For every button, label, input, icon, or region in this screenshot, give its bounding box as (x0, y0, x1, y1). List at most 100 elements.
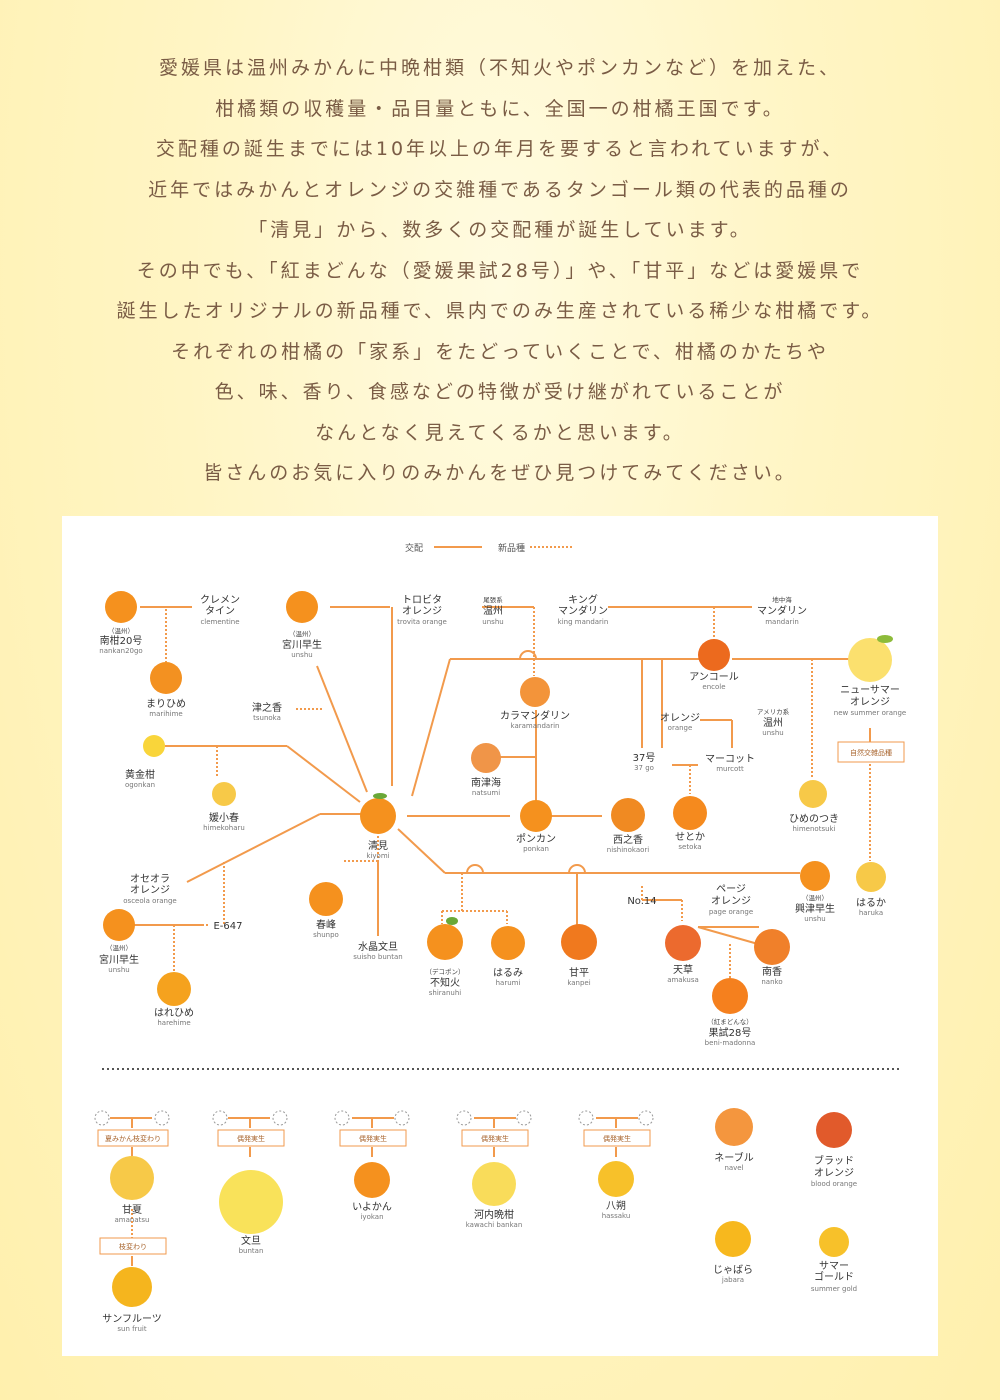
unknown-parent-icon (394, 1110, 410, 1126)
amakusa-en: amakusa (667, 976, 699, 984)
clementine-name: クレメン (200, 594, 240, 606)
fruit-blood-orange (816, 1112, 852, 1148)
e647-label: E-647 (213, 921, 242, 932)
fruit-natsumi (471, 743, 501, 773)
harumi-name: はるみ (493, 967, 523, 979)
miyagawa2-en: unshu (108, 966, 129, 974)
summergold-name: サマー (819, 1260, 849, 1272)
fruit-ponkan (520, 800, 552, 832)
blood-name: ブラッド (814, 1154, 854, 1167)
unknown-parent-icon (212, 1110, 228, 1126)
fruits (103, 591, 893, 1014)
amanatsu-tag: 夏みかん枝変わり (105, 1134, 161, 1143)
fruit-amakusa (665, 925, 701, 961)
intro-line: その中でも、「紅まどんな（愛媛果試28号）」や、「甘平」などは愛媛県で (136, 259, 864, 282)
setoka-en: setoka (678, 843, 701, 851)
hassaku-en: hassaku (602, 1212, 631, 1220)
intro-line: 柑橘類の収穫量・品目量ともに、全国一の柑橘王国です。 (215, 97, 785, 120)
citrus-family-tree: 交配 新品種 (94, 542, 906, 1333)
intro-line: 「清見」から、数多くの交配種が誕生しています。 (248, 219, 752, 241)
edagawari-tag: 枝変わり (119, 1242, 147, 1251)
benimadonna-en: beni-madonna (705, 1039, 756, 1047)
okitsu-name: 興津早生 (795, 902, 835, 915)
iyokan-en: iyokan (360, 1213, 383, 1221)
king-name: キング (568, 593, 598, 606)
mediterranean-en: mandarin (765, 618, 799, 626)
fruit-nanko (754, 929, 790, 965)
go37-name: 37号 (633, 752, 656, 764)
haruka-en: haruka (859, 909, 883, 917)
americaunshu-tag: アメリカ系 (757, 707, 790, 716)
leaf-icon (446, 917, 458, 925)
tag-box (461, 1129, 529, 1147)
karamandarin-en: karamandarin (511, 722, 560, 730)
fruit-shiranuhi (427, 924, 463, 960)
family-tree-panel: 交配 新品種 (62, 516, 938, 1356)
buntan-tag: 偶発実生 (237, 1134, 265, 1143)
benimadonna-name: 果試28号 (709, 1026, 752, 1039)
king-en: king mandarin (558, 618, 609, 626)
murcott-name: マーコット (705, 754, 755, 765)
marihime-name: まりひめ (146, 698, 186, 710)
miyagawa2-tag: （温州） (106, 943, 132, 952)
tsunoka-en: tsunoka (253, 714, 281, 722)
unknown-parent-icon (638, 1110, 654, 1126)
fruit-kawachi (472, 1162, 516, 1206)
fruit-marihime (150, 662, 182, 694)
intro-line: 色、味、香り、食感などの特徴が受け継がれていることが (214, 381, 786, 403)
fruit-miyagawa2 (103, 909, 135, 941)
ogonkan-en: ogonkan (125, 781, 155, 789)
fruit-buntan (219, 1170, 283, 1234)
fruit-himekoharu (212, 782, 236, 806)
encore-name: アンコール (689, 672, 739, 683)
fruit-setoka (673, 796, 707, 830)
osceola-name: オセオラ (130, 873, 170, 885)
legend-new-label: 新品種 (498, 542, 525, 554)
fruit-okitsu (800, 861, 830, 891)
tag-box (583, 1129, 651, 1147)
ogonkan-name: 黄金柑 (125, 768, 155, 781)
nankan20-name: 南柑20号 (100, 634, 143, 647)
kiyomi-name: 清見 (368, 839, 388, 852)
karamandarin-name: カラマンダリン (500, 709, 570, 722)
miyagawa2-name: 宮川早生 (99, 953, 139, 966)
sunfruit-name: サンフルーツ (102, 1313, 162, 1325)
line-hop (568, 864, 586, 874)
intro-line: 愛媛県は温州みかんに中晩柑類（不知火やポンカンなど）を加えた、 (158, 57, 841, 79)
kanpei-en: kanpei (567, 979, 590, 987)
shiranuhi-name: 不知火 (430, 976, 460, 989)
line-hop (466, 864, 484, 874)
himekoharu-en: himekoharu (203, 824, 245, 832)
summergold-name2: ゴールド (814, 1270, 854, 1283)
owari-tag: 尾張系 (483, 595, 503, 604)
iyokan-name: いよかん (352, 1201, 392, 1213)
cross-line (316, 665, 368, 793)
unknown-parent-icon (272, 1110, 288, 1126)
ponkan-en: ponkan (523, 845, 549, 853)
orange-name: オレンジ (660, 712, 700, 724)
fruit-nishinokaori (611, 798, 645, 832)
shunpo-name: 春峰 (316, 919, 336, 931)
page-name2: オレンジ (711, 895, 751, 907)
sunfruit-en: sun fruit (117, 1325, 146, 1333)
intro-line: 交配種の誕生までには10年以上の年月を要すると言われていますが、 (155, 138, 845, 160)
kiyomi-en: kiyomi (366, 852, 389, 860)
intro-line: なんとなく見えてくるかと思います。 (315, 421, 685, 444)
unknown-parent-icon (516, 1110, 532, 1126)
fruit-iyokan (354, 1162, 390, 1198)
amanatsu-en: amanatsu (115, 1216, 150, 1224)
fruit-summer-gold (819, 1227, 849, 1257)
page-name: ページ (716, 884, 746, 895)
jabara-en: jabara (721, 1276, 744, 1284)
king-name2: マンダリン (558, 604, 608, 617)
fruit-navel (715, 1108, 753, 1146)
orange-en: orange (668, 724, 693, 732)
trovita-name: トロビタ (402, 594, 442, 606)
trovita-en: trovita orange (397, 618, 447, 626)
kawachi-en: kawachi bankan (466, 1221, 523, 1229)
nanko-name: 南香 (762, 965, 782, 978)
unknown-parent-icon (578, 1110, 594, 1126)
himenotsuki-en: himenotsuki (792, 825, 835, 833)
node-labels: （温州） 南柑20号 nankan20go クレメン タイン clementin… (99, 593, 906, 1047)
no14-label: No.14 (627, 896, 656, 907)
